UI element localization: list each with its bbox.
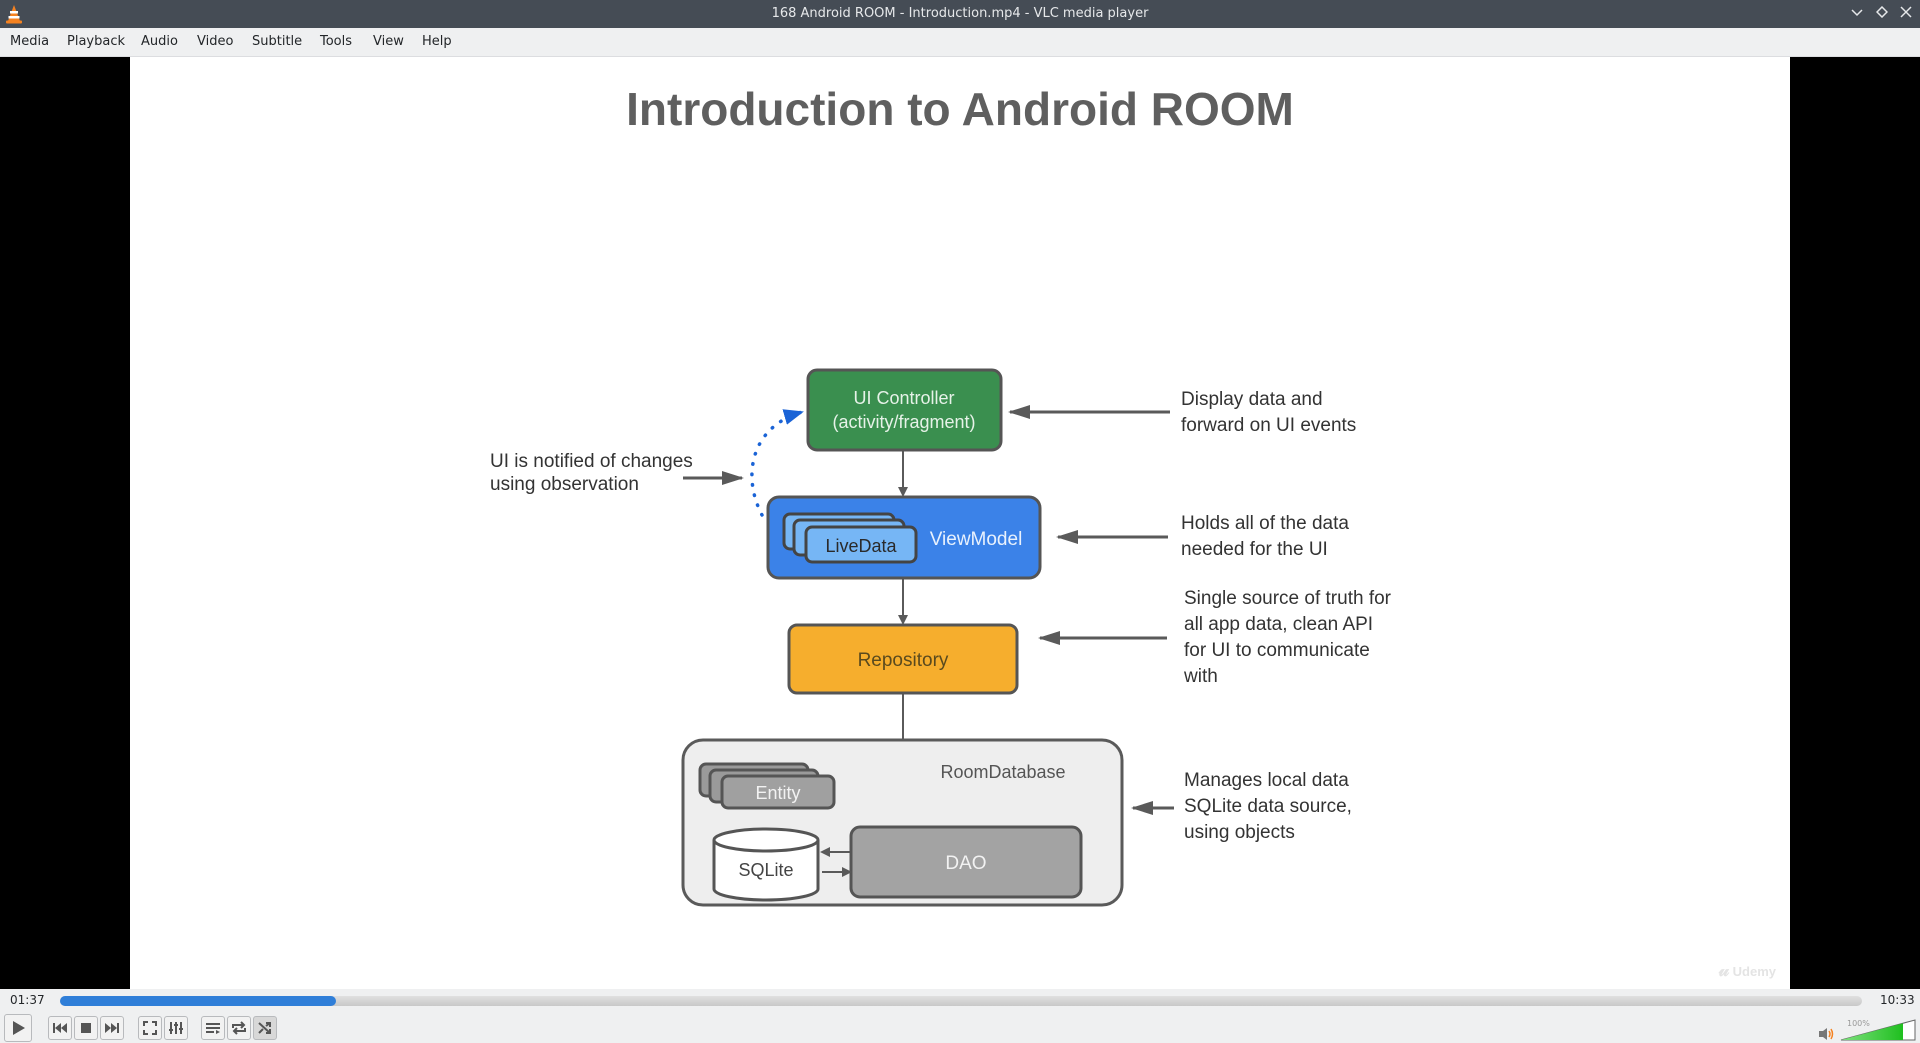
menu-video[interactable]: Video bbox=[197, 34, 234, 49]
entity-box bbox=[720, 774, 836, 810]
entity-label: Entity bbox=[755, 783, 800, 803]
extended-settings-button[interactable] bbox=[164, 1016, 188, 1040]
menu-subtitle[interactable]: Subtitle bbox=[252, 34, 303, 49]
next-icon bbox=[105, 1023, 119, 1033]
ui-controller-label: UI Controller bbox=[853, 388, 954, 408]
window-title: 168 Android ROOM - Introduction.mp4 - VL… bbox=[771, 6, 1149, 21]
vlc-logo-icon bbox=[6, 5, 22, 24]
sqlite-cylinder: SQLite bbox=[712, 827, 820, 902]
ui-controller-sublabel: (activity/fragment) bbox=[832, 412, 975, 432]
architecture-diagram: UI Controller (activity/fragment) LiveDa… bbox=[490, 368, 1392, 907]
total-time: 10:33 bbox=[1880, 993, 1915, 1007]
menu-playback[interactable]: Playback bbox=[67, 34, 126, 49]
viewmodel-label: ViewModel bbox=[930, 529, 1023, 550]
udemy-watermark: 𝓊 Udemy bbox=[1718, 960, 1776, 980]
menu-audio[interactable]: Audio bbox=[141, 34, 178, 49]
loop-icon bbox=[232, 1021, 246, 1035]
elapsed-time: 01:37 bbox=[10, 993, 45, 1007]
room-database-box: RoomDatabase Entity SQLite DAO bbox=[681, 738, 1124, 907]
fullscreen-icon bbox=[143, 1021, 157, 1035]
udemy-logo-icon: 𝓊 bbox=[1718, 960, 1730, 980]
room-database-label: RoomDatabase bbox=[940, 762, 1065, 782]
equalizer-icon bbox=[169, 1022, 183, 1034]
observation-note-line2: using observation bbox=[490, 474, 639, 495]
controller-note-line1: Display data and bbox=[1181, 389, 1323, 410]
viewmodel-note-line1: Holds all of the data bbox=[1181, 513, 1349, 534]
seek-bar-progress bbox=[60, 996, 336, 1006]
player-controls: 01:37 10:33 100% bbox=[0, 989, 1920, 1043]
controller-note-line2: forward on UI events bbox=[1181, 415, 1356, 436]
room-note-line3: using objects bbox=[1184, 822, 1295, 843]
repository-note-line4: with bbox=[1183, 666, 1218, 687]
repository-note-line1: Single source of truth for bbox=[1184, 588, 1392, 609]
dao-box bbox=[849, 825, 1083, 899]
repository-note-line2: all app data, clean API bbox=[1184, 614, 1373, 635]
shuffle-icon bbox=[258, 1022, 271, 1034]
menu-help[interactable]: Help bbox=[422, 34, 452, 49]
play-icon bbox=[13, 1021, 25, 1035]
dao-label: DAO bbox=[945, 853, 986, 874]
room-note-line1: Manages local data bbox=[1184, 770, 1349, 791]
stop-button[interactable] bbox=[74, 1016, 98, 1040]
fullscreen-button[interactable] bbox=[138, 1016, 162, 1040]
volume-percent: 100% bbox=[1847, 1019, 1870, 1028]
menu-bar: Media Playback Audio Video Subtitle Tool… bbox=[0, 28, 1920, 57]
play-button[interactable] bbox=[4, 1014, 32, 1042]
livedata-box bbox=[804, 525, 918, 564]
livedata-label: LiveData bbox=[825, 536, 897, 556]
ui-controller-box: UI Controller (activity/fragment) bbox=[806, 368, 1003, 452]
observation-note-line1: UI is notified of changes bbox=[490, 451, 693, 472]
minimize-icon[interactable] bbox=[1847, 4, 1867, 24]
menu-view[interactable]: View bbox=[373, 34, 404, 49]
volume-slider[interactable] bbox=[1840, 1019, 1916, 1041]
previous-button[interactable] bbox=[48, 1016, 72, 1040]
repository-box: Repository bbox=[787, 623, 1019, 695]
observe-arrow bbox=[750, 409, 804, 517]
window-titlebar: 168 Android ROOM - Introduction.mp4 - VL… bbox=[0, 0, 1920, 28]
loop-button[interactable] bbox=[227, 1016, 251, 1040]
menu-media[interactable]: Media bbox=[10, 34, 50, 49]
close-icon[interactable] bbox=[1896, 4, 1916, 24]
viewmodel-note-line2: needed for the UI bbox=[1181, 539, 1328, 560]
video-surface[interactable]: Introduction to Android ROOM bbox=[0, 57, 1920, 989]
next-button[interactable] bbox=[100, 1016, 124, 1040]
slide: Introduction to Android ROOM bbox=[130, 57, 1790, 989]
volume-icon[interactable] bbox=[1819, 1027, 1835, 1041]
viewmodel-box: LiveData ViewModel bbox=[766, 495, 1042, 580]
room-note-line2: SQLite data source, bbox=[1184, 796, 1352, 817]
maximize-icon[interactable] bbox=[1872, 4, 1892, 24]
sqlite-label: SQLite bbox=[738, 860, 793, 880]
slide-title: Introduction to Android ROOM bbox=[626, 83, 1294, 135]
repository-label: Repository bbox=[858, 650, 949, 671]
playlist-button[interactable] bbox=[201, 1016, 225, 1040]
previous-icon bbox=[53, 1023, 67, 1033]
random-button[interactable] bbox=[253, 1016, 277, 1040]
stop-icon bbox=[81, 1023, 91, 1033]
repository-note-line3: for UI to communicate bbox=[1184, 640, 1370, 661]
playlist-icon bbox=[206, 1023, 220, 1034]
seek-bar[interactable] bbox=[60, 996, 1862, 1006]
menu-tools[interactable]: Tools bbox=[320, 34, 353, 49]
